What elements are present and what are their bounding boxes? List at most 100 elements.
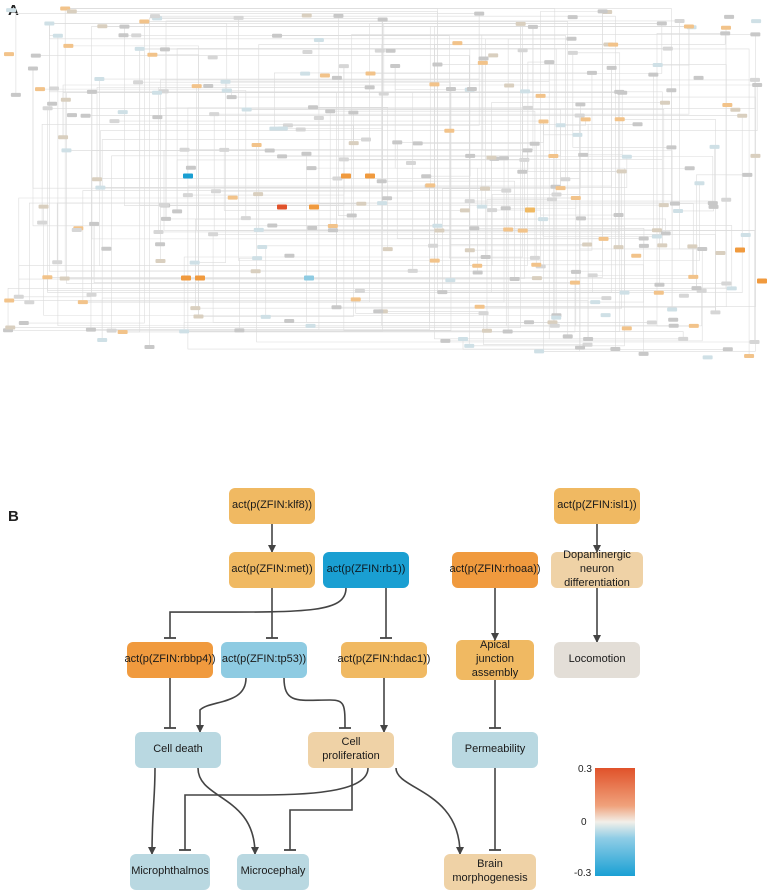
overview-node bbox=[638, 236, 649, 241]
overview-edge bbox=[382, 19, 523, 231]
overview-node bbox=[5, 325, 16, 330]
overview-node bbox=[670, 201, 681, 206]
overview-edge bbox=[429, 157, 492, 187]
overview-node bbox=[520, 89, 531, 94]
overview-node bbox=[722, 102, 733, 107]
overview-edge bbox=[93, 223, 575, 283]
overview-node bbox=[301, 13, 312, 18]
overview-node bbox=[583, 337, 594, 342]
overview-node bbox=[548, 153, 559, 158]
overview-node bbox=[155, 242, 166, 247]
overview-node bbox=[377, 201, 388, 206]
node-rhoaa: act(p(ZFIN:rhoaa)) bbox=[449, 552, 541, 588]
overview-node bbox=[257, 245, 268, 250]
overview-edge bbox=[583, 92, 623, 156]
overview-node bbox=[308, 105, 319, 110]
overview-node bbox=[578, 152, 589, 157]
overview-edge bbox=[90, 39, 320, 330]
overview-node bbox=[161, 216, 172, 221]
overview-edge bbox=[65, 8, 672, 148]
overview-node bbox=[569, 280, 580, 285]
overview-edge bbox=[725, 174, 748, 200]
node-klf8: act(p(ZFIN:klf8)) bbox=[229, 488, 315, 524]
overview-node bbox=[509, 277, 520, 282]
overview-node bbox=[86, 292, 97, 297]
overview-edge bbox=[483, 313, 588, 346]
overview-node bbox=[373, 309, 384, 314]
overview-node bbox=[474, 304, 485, 309]
overview-node-highlight bbox=[365, 173, 375, 179]
overview-node-highlight bbox=[277, 204, 287, 210]
overview-edge bbox=[255, 115, 580, 272]
overview-node bbox=[444, 128, 455, 133]
overview-edge bbox=[231, 96, 756, 156]
overview-edge bbox=[195, 171, 622, 309]
overview-edge bbox=[332, 225, 625, 293]
overview-node bbox=[421, 174, 432, 179]
overview-node bbox=[566, 36, 577, 41]
overview-node bbox=[58, 135, 69, 140]
overview-edge bbox=[287, 125, 355, 144]
overview-edge bbox=[139, 48, 750, 356]
overview-node bbox=[477, 60, 488, 65]
overview-node bbox=[327, 228, 338, 233]
overview-edge bbox=[445, 248, 703, 342]
overview-edge bbox=[329, 111, 333, 231]
overview-node bbox=[742, 172, 753, 177]
overview-edge bbox=[144, 21, 569, 337]
overview-node-highlight bbox=[757, 278, 767, 284]
overview-node bbox=[632, 122, 643, 127]
overview-node bbox=[252, 256, 263, 261]
overview-node bbox=[284, 253, 295, 258]
overview-node bbox=[131, 33, 142, 38]
overview-edge bbox=[10, 23, 521, 328]
overview-node bbox=[487, 208, 498, 213]
overview-node bbox=[478, 56, 489, 61]
overview-node bbox=[208, 232, 219, 237]
overview-node bbox=[575, 345, 586, 350]
overview-node bbox=[750, 153, 761, 158]
overview-node bbox=[653, 290, 664, 295]
overview-edge bbox=[122, 282, 576, 333]
overview-node bbox=[472, 263, 483, 268]
overview-node bbox=[325, 109, 336, 114]
overview-edge bbox=[619, 91, 663, 246]
overview-node bbox=[234, 328, 245, 333]
overview-node bbox=[666, 88, 677, 93]
overview-node bbox=[59, 276, 70, 281]
overview-edge bbox=[111, 155, 471, 331]
overview-edge bbox=[100, 130, 450, 188]
overview-node bbox=[667, 307, 678, 312]
overview-node bbox=[466, 86, 477, 91]
edge-tp53-death bbox=[196, 677, 247, 733]
overview-node bbox=[721, 281, 732, 286]
node-perm: Permeability bbox=[452, 732, 538, 768]
overview-node bbox=[464, 248, 475, 253]
overview-edge bbox=[539, 34, 756, 352]
overview-node bbox=[488, 53, 499, 58]
overview-node bbox=[10, 92, 21, 97]
overview-node bbox=[356, 201, 367, 206]
overview-node bbox=[300, 71, 311, 76]
overview-edge bbox=[47, 79, 756, 109]
overview-node bbox=[517, 48, 528, 53]
overview-node bbox=[590, 300, 601, 305]
overview-edge bbox=[382, 202, 660, 285]
overview-node bbox=[608, 42, 619, 47]
overview-node bbox=[241, 107, 252, 112]
overview-node bbox=[13, 294, 24, 299]
overview-node bbox=[253, 227, 264, 232]
overview-node bbox=[348, 141, 359, 146]
overview-node bbox=[576, 216, 587, 221]
overview-edge bbox=[71, 11, 438, 226]
node-hdac1: act(p(ZFIN:hdac1)) bbox=[338, 642, 430, 678]
overview-node bbox=[574, 113, 585, 118]
overview-node bbox=[684, 166, 695, 171]
overview-node bbox=[688, 323, 699, 328]
overview-node bbox=[3, 52, 14, 57]
overview-edge bbox=[343, 159, 663, 246]
overview-node bbox=[480, 186, 491, 191]
overview-node bbox=[535, 93, 546, 98]
overview-node bbox=[658, 203, 669, 208]
overview-node bbox=[30, 53, 41, 58]
